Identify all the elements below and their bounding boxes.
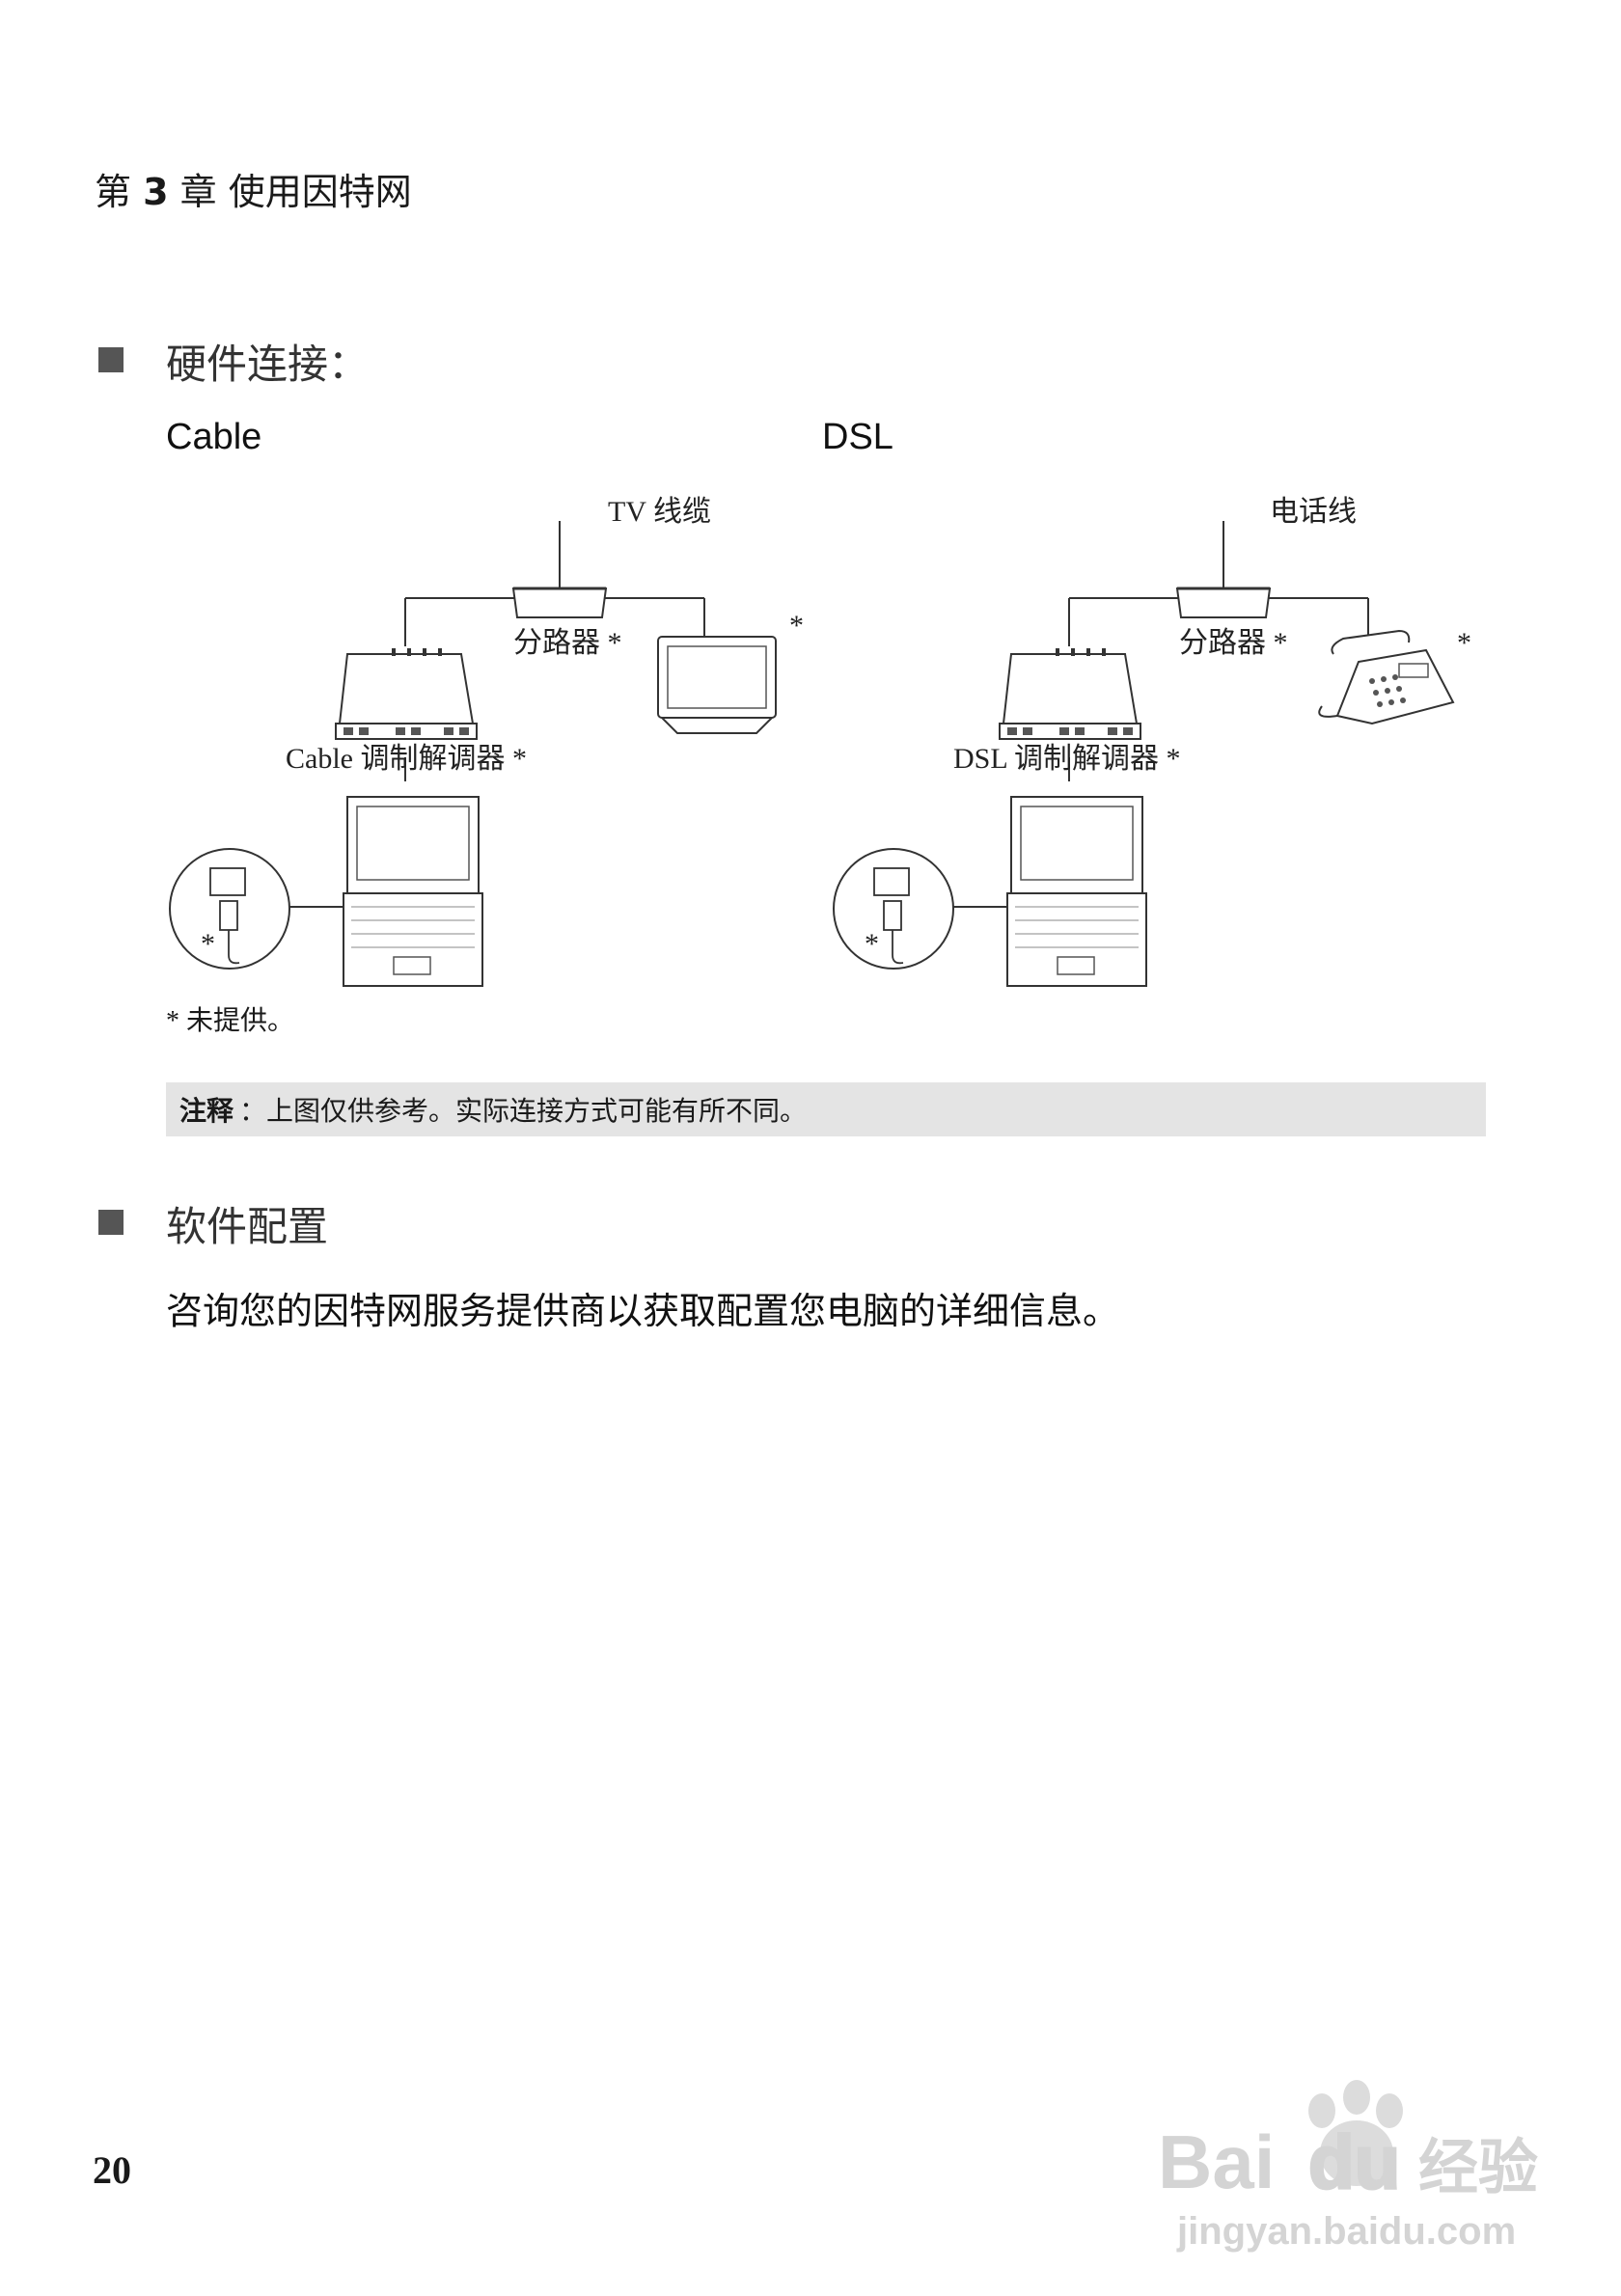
cable-splitter-label: 分路器 * (513, 627, 622, 659)
chapter-number: 3 (143, 171, 169, 213)
dsl-laptop-icon (1006, 796, 1147, 987)
dsl-modem-label: DSL 调制解调器 * (953, 743, 1181, 775)
hardware-section-title: 硬件连接： (166, 341, 370, 388)
baidu-watermark-logo: Bai du 经验 jingyan.baidu.com (1158, 2080, 1538, 2253)
telephone-icon (1318, 629, 1455, 725)
svg-text:经验: 经验 (1418, 2135, 1538, 2201)
dsl-connector-icon (833, 848, 954, 970)
page-number: 20 (93, 2148, 131, 2192)
section-bullet-icon (98, 347, 124, 372)
dsl-splitter-icon (1175, 587, 1272, 618)
tv-cable-label: TV 线缆 (608, 496, 711, 528)
note-box: 注释 ：上图仅供参考。实际连接方式可能有所不同。 (166, 1082, 1486, 1136)
dsl-heading: DSL (822, 417, 893, 457)
section-bullet-icon (98, 1210, 124, 1235)
dsl-modem-icon (999, 648, 1141, 740)
cable-modem-label: Cable 调制解调器 * (286, 743, 527, 775)
svg-text:jingyan.baidu.com: jingyan.baidu.com (1176, 2210, 1516, 2253)
svg-text:du: du (1308, 2119, 1400, 2204)
note-label: 注释 (179, 1095, 234, 1127)
svg-text:Bai: Bai (1158, 2119, 1275, 2204)
chapter-title: 章 使用因特网 (179, 171, 412, 213)
cable-connector-star: * (201, 928, 215, 960)
chapter-prefix: 第 (95, 171, 132, 213)
cable-heading: Cable (166, 417, 262, 457)
monitor-star-label: * (789, 610, 804, 642)
connection-diagram: TV 线缆 分路器 * * Cable 调制解调器 * * 电话线 分路器 * … (169, 496, 1471, 987)
phone-star-label: * (1457, 627, 1471, 659)
software-body-text: 咨询您的因特网服务提供商以获取配置您电脑的详细信息。 (166, 1290, 1120, 1332)
monitor-icon (657, 636, 777, 734)
cable-splitter-icon (511, 587, 608, 618)
note-text: ：上图仅供参考。实际连接方式可能有所不同。 (239, 1095, 808, 1127)
cable-modem-icon (335, 648, 478, 740)
dsl-connector-star: * (865, 928, 879, 960)
phone-line-label: 电话线 (1270, 496, 1357, 528)
software-section-title: 软件配置 (166, 1203, 329, 1250)
dsl-splitter-label: 分路器 * (1179, 627, 1288, 659)
footnote: * 未提供。 (166, 1006, 295, 1036)
cable-laptop-icon (343, 796, 483, 987)
chapter-heading: 第 3 章 使用因特网 (95, 162, 412, 215)
cable-connector-icon (169, 848, 290, 970)
